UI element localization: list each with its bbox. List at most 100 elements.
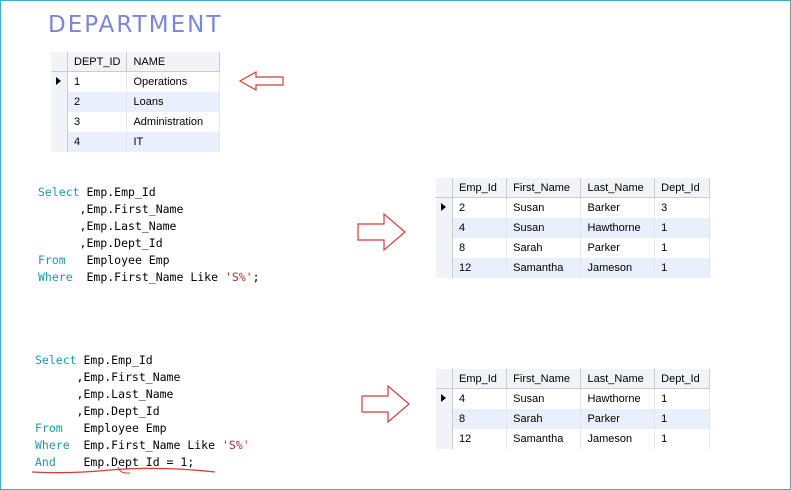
table-row[interactable]: 2 Loans bbox=[51, 92, 220, 112]
table-cell[interactable]: Parker bbox=[580, 238, 656, 258]
column-header[interactable]: Dept_Id bbox=[654, 178, 710, 198]
sql-query-1: Select Emp.Emp_Id ,Emp.First_Name ,Emp.L… bbox=[38, 184, 260, 286]
table-row[interactable]: 4 IT bbox=[51, 132, 220, 152]
table-header-row: DEPT_ID NAME bbox=[51, 52, 220, 72]
table-cell[interactable]: Barker bbox=[580, 197, 656, 218]
table-cell[interactable]: 4 bbox=[452, 388, 508, 409]
table-cell[interactable]: Hawthorne bbox=[580, 218, 656, 238]
table-cell[interactable]: 4 bbox=[67, 132, 128, 152]
table-row[interactable]: 3 Administration bbox=[51, 112, 220, 132]
table-cell[interactable]: Hawthorne bbox=[580, 388, 656, 409]
table-cell[interactable]: 3 bbox=[654, 197, 710, 218]
sql-string: 'S%' bbox=[221, 438, 250, 452]
code-line: Where Emp.First_Name Like 'S%'; bbox=[38, 269, 260, 286]
column-header[interactable]: Emp_Id bbox=[452, 369, 508, 389]
sql-text: ,Emp.First_Name bbox=[38, 202, 184, 216]
row-selector-header bbox=[51, 52, 68, 72]
table-cell[interactable]: Samantha bbox=[506, 258, 582, 278]
code-line: ,Emp.First_Name bbox=[38, 201, 260, 218]
column-header[interactable]: DEPT_ID bbox=[67, 52, 128, 72]
table-row[interactable]: 8 Sarah Parker 1 bbox=[436, 409, 710, 429]
table-cell[interactable]: Susan bbox=[506, 197, 582, 218]
table-cell[interactable]: 8 bbox=[452, 409, 508, 429]
table-cell[interactable]: 1 bbox=[67, 71, 128, 92]
column-header[interactable]: Last_Name bbox=[580, 178, 656, 198]
table-cell[interactable]: 2 bbox=[67, 92, 128, 112]
triangle-right-icon bbox=[441, 203, 446, 211]
row-selector[interactable] bbox=[436, 197, 453, 218]
code-line: ,Emp.First_Name bbox=[35, 369, 250, 386]
row-selector[interactable] bbox=[436, 218, 453, 238]
sql-text: ,Emp.First_Name bbox=[35, 370, 181, 384]
row-selector[interactable] bbox=[436, 238, 453, 258]
table-cell[interactable]: IT bbox=[126, 132, 220, 152]
code-line: Select Emp.Emp_Id bbox=[35, 352, 250, 369]
table-cell[interactable]: Samantha bbox=[506, 429, 582, 449]
table-cell[interactable]: Administration bbox=[126, 112, 220, 132]
department-table: DEPT_ID NAME 1 Operations 2 Loans 3 Admi… bbox=[51, 52, 220, 152]
row-selector[interactable] bbox=[436, 258, 453, 278]
table-cell[interactable]: Jameson bbox=[580, 258, 656, 278]
table-row[interactable]: 12 Samantha Jameson 1 bbox=[436, 258, 710, 278]
table-cell[interactable]: 1 bbox=[654, 409, 710, 429]
table-row[interactable]: 4 Susan Hawthorne 1 bbox=[436, 218, 710, 238]
table-cell[interactable]: 1 bbox=[654, 258, 710, 278]
row-selector[interactable] bbox=[51, 92, 68, 112]
table-cell[interactable]: Loans bbox=[126, 92, 220, 112]
column-header[interactable]: First_Name bbox=[506, 178, 582, 198]
table-cell[interactable]: 1 bbox=[654, 429, 710, 449]
column-header[interactable]: NAME bbox=[126, 52, 220, 72]
column-header[interactable]: Emp_Id bbox=[452, 178, 508, 198]
table-cell[interactable]: 1 bbox=[654, 238, 710, 258]
table-row[interactable]: 4 Susan Hawthorne 1 bbox=[436, 388, 710, 409]
table-cell[interactable]: Jameson bbox=[580, 429, 656, 449]
table-cell[interactable]: Parker bbox=[580, 409, 656, 429]
row-selector[interactable] bbox=[51, 112, 68, 132]
row-selector[interactable] bbox=[436, 409, 453, 429]
table-cell[interactable]: 8 bbox=[452, 238, 508, 258]
row-selector[interactable] bbox=[436, 388, 453, 409]
column-header[interactable]: First_Name bbox=[506, 369, 582, 389]
code-line: From Employee Emp bbox=[35, 420, 250, 437]
table-cell[interactable]: 1 bbox=[654, 218, 710, 238]
table-cell[interactable]: Sarah bbox=[506, 238, 582, 258]
sql-keyword: Where bbox=[38, 270, 73, 284]
sql-text: Emp.First_Name Like bbox=[69, 438, 222, 452]
row-selector[interactable] bbox=[51, 132, 68, 152]
table-cell[interactable]: Sarah bbox=[506, 409, 582, 429]
table-cell[interactable]: 1 bbox=[654, 388, 710, 409]
table-row[interactable]: 8 Sarah Parker 1 bbox=[436, 238, 710, 258]
row-selector[interactable] bbox=[51, 71, 68, 92]
table-cell[interactable]: Susan bbox=[506, 218, 582, 238]
highlight-underline bbox=[31, 466, 216, 474]
table-cell[interactable]: 3 bbox=[67, 112, 128, 132]
sql-query-2: Select Emp.Emp_Id ,Emp.First_Name ,Emp.L… bbox=[35, 352, 250, 471]
table-row[interactable]: 1 Operations bbox=[51, 71, 220, 92]
sql-keyword: Select bbox=[38, 185, 80, 199]
table-cell[interactable]: 12 bbox=[452, 258, 508, 278]
sql-keyword: Select bbox=[35, 353, 77, 367]
table-cell[interactable]: Susan bbox=[506, 388, 582, 409]
row-selector[interactable] bbox=[436, 429, 453, 449]
sql-text: ,Emp.Dept_Id bbox=[35, 404, 160, 418]
column-header[interactable]: Last_Name bbox=[580, 369, 656, 389]
arrow-right-outline-icon bbox=[361, 384, 410, 424]
code-line: ,Emp.Last_Name bbox=[35, 386, 250, 403]
code-line: Where Emp.First_Name Like 'S%' bbox=[35, 437, 250, 454]
sql-text: Emp.First_Name Like bbox=[72, 270, 225, 284]
sql-keyword: From bbox=[35, 421, 63, 435]
column-header[interactable]: Dept_Id bbox=[654, 369, 710, 389]
table-cell[interactable]: Operations bbox=[126, 71, 220, 92]
sql-string: 'S%' bbox=[224, 270, 253, 284]
sql-text: Emp.Dept_Id = 1; bbox=[55, 455, 195, 469]
table-row[interactable]: 2 Susan Barker 3 bbox=[436, 197, 710, 218]
table-cell[interactable]: 4 bbox=[452, 218, 508, 238]
table-row[interactable]: 12 Samantha Jameson 1 bbox=[436, 429, 710, 449]
sql-text: Emp.Emp_Id bbox=[79, 185, 156, 199]
table-cell[interactable]: 12 bbox=[452, 429, 508, 449]
sql-text: Employee Emp bbox=[65, 253, 170, 267]
table-cell[interactable]: 2 bbox=[452, 197, 508, 218]
sql-keyword: From bbox=[38, 253, 66, 267]
sql-text: ; bbox=[252, 270, 260, 284]
arrow-right-outline-icon bbox=[357, 212, 406, 252]
